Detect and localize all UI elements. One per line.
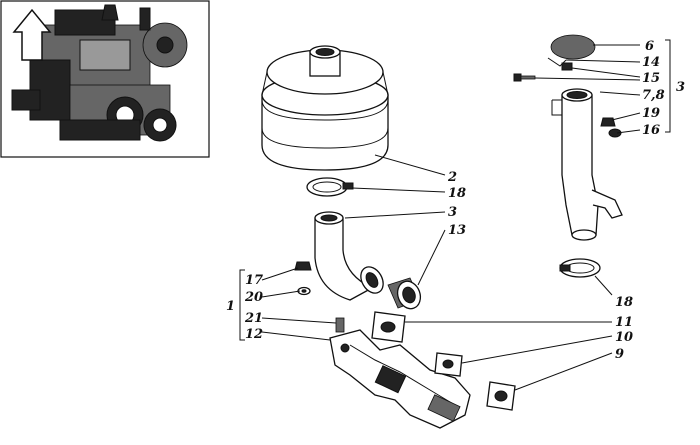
gasket-10	[434, 352, 463, 377]
engine-icon	[11, 4, 188, 142]
nut	[294, 261, 312, 271]
elbow-pipe	[314, 211, 384, 301]
label-11: 11	[615, 315, 633, 330]
manifold	[329, 329, 471, 429]
gasket-11	[371, 311, 406, 343]
clamp-lower	[559, 258, 601, 278]
label-13: 13	[448, 223, 466, 238]
label-group-1: 1	[226, 299, 235, 314]
label-16: 16	[642, 123, 660, 138]
washer-16	[608, 128, 622, 138]
label-2: 2	[447, 170, 457, 185]
label-19: 19	[642, 106, 660, 121]
bolt	[513, 73, 536, 82]
label-14: 14	[642, 55, 660, 70]
stud	[335, 317, 345, 333]
washer	[297, 286, 311, 296]
label-17: 17	[245, 273, 263, 288]
exhaust-pipe	[551, 88, 623, 241]
clamp-upper	[306, 177, 354, 197]
label-20: 20	[244, 290, 263, 305]
rain-cap	[547, 34, 596, 67]
nut-19	[600, 117, 616, 127]
label-18-lower: 18	[615, 295, 633, 310]
rubber-hose	[387, 277, 422, 310]
bushing	[561, 62, 573, 71]
leader-lines	[239, 39, 671, 391]
label-18-upper: 18	[448, 186, 466, 201]
label-9: 9	[615, 347, 624, 362]
label-21: 21	[244, 311, 263, 326]
label-7-8: 7,8	[642, 88, 665, 103]
label-6: 6	[645, 39, 654, 54]
gasket-9	[486, 381, 516, 411]
engine-inset	[0, 0, 210, 158]
label-10: 10	[615, 330, 633, 345]
label-15: 15	[642, 71, 660, 86]
part-labels: 6 14 15 7,8 19 16 3 2 18 3 13 17 20 1 21…	[226, 39, 685, 362]
arrow-up-icon	[12, 8, 52, 61]
air-cleaner	[261, 45, 389, 171]
label-12: 12	[245, 327, 263, 342]
label-3: 3	[448, 205, 457, 220]
label-group-3: 3	[676, 80, 685, 95]
